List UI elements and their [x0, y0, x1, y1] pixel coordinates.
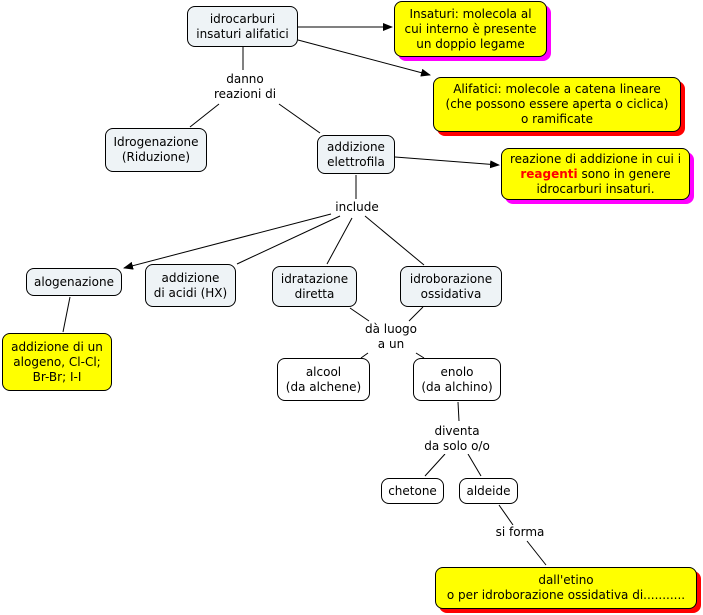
concept-idroborazione-ossidativa[interactable]: idroborazione ossidativa — [400, 266, 502, 307]
link-danno-reazioni-di: danno reazioni di — [211, 72, 279, 102]
edge-diventa-chetone — [424, 453, 446, 477]
concept-aldeide[interactable]: aldeide — [459, 478, 518, 504]
edge-siforma-etino — [526, 540, 547, 566]
concept-idratazione-diretta[interactable]: idratazione diretta — [272, 266, 357, 307]
edge-include-idratazione — [326, 217, 353, 265]
note-text-part1: reazione di addizione in cui i — [509, 151, 682, 166]
edge-aldeide-siforma — [498, 504, 514, 526]
edge-idrocarburi-alifatici — [297, 39, 431, 77]
concept-idrogenazione[interactable]: Idrogenazione (Riduzione) — [105, 128, 207, 172]
highlight-reagenti: reagenti — [520, 166, 578, 181]
note-insaturi[interactable]: Insaturi: molecola al cui interno è pres… — [394, 1, 547, 57]
concept-addizione-elettrofila[interactable]: addizione elettrofila — [317, 135, 395, 174]
edge-alogenazione-note — [62, 296, 71, 333]
note-etino[interactable]: dall'etino o per idroborazione ossidativ… — [435, 567, 697, 609]
edge-daluogo-alcool — [360, 352, 369, 359]
note-alogeno[interactable]: addizione di un alogeno, Cl-Cl; Br-Br; I… — [2, 333, 112, 391]
concept-addizione-acidi[interactable]: addizione di acidi (HX) — [145, 264, 236, 307]
edge-danno-idrogenazione — [189, 103, 220, 128]
edge-idratazione-daluogo — [349, 307, 370, 322]
link-si-forma: si forma — [493, 525, 547, 540]
concept-alogenazione[interactable]: alogenazione — [26, 268, 122, 296]
edge-enolo-diventa — [457, 401, 460, 422]
edge-addizione-reazione — [394, 156, 500, 169]
edge-include-idroborazione — [364, 215, 425, 266]
edge-include-acidi — [236, 215, 341, 265]
edge-diventa-aldeide — [467, 453, 482, 477]
edge-include-alogenazione — [123, 213, 332, 270]
edge-daluogo-enolo — [415, 352, 425, 359]
note-alifatici[interactable]: Alifatici: molecole a catena lineare (ch… — [433, 77, 681, 132]
concept-enolo[interactable]: enolo (da alchino) — [413, 358, 501, 401]
concept-chetone[interactable]: chetone — [381, 478, 444, 504]
concept-alcool[interactable]: alcool (da alchene) — [277, 358, 370, 401]
edge-idroborazione-daluogo — [408, 306, 424, 322]
concept-idrocarburi-insaturi-alifatici[interactable]: idrocarburi insaturi alifatici — [187, 6, 298, 47]
note-text-part2: sono in genere idrocarburi insaturi. — [536, 166, 671, 196]
link-da-luogo-a-un: dà luogo a un — [362, 322, 420, 352]
link-diventa: diventa da solo o/o — [422, 424, 492, 454]
edge-danno-addizione — [278, 103, 321, 134]
link-include: include — [333, 200, 381, 215]
